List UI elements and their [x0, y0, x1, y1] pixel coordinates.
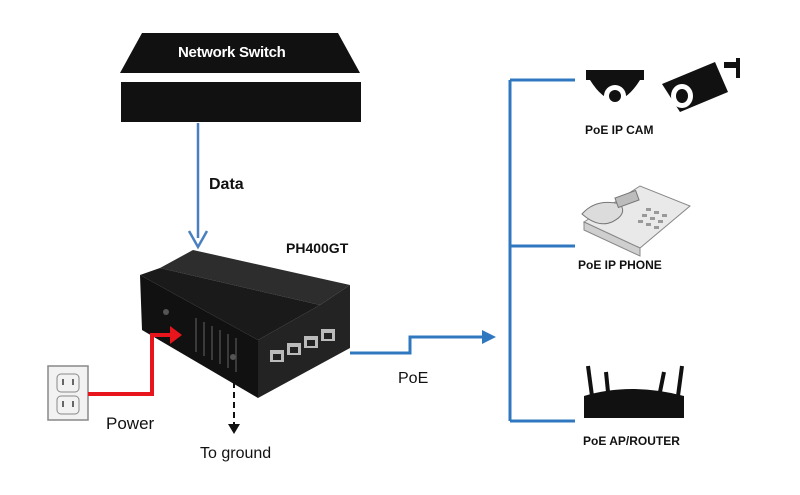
data-label: Data — [209, 176, 244, 193]
distribution-bracket — [508, 78, 575, 423]
ground-line — [228, 372, 240, 434]
poe-line — [350, 330, 496, 355]
ip-phone-icon — [581, 185, 691, 257]
network-switch-icon — [120, 33, 361, 122]
ip-camera-icon — [586, 58, 740, 112]
poe-label: PoE — [398, 370, 429, 387]
power-outlet-icon — [47, 365, 89, 421]
ground-label: To ground — [200, 445, 272, 462]
router-icon — [584, 365, 684, 418]
router-label: PoE AP/ROUTER — [583, 434, 680, 448]
power-line — [88, 326, 182, 396]
poe-switch-device-icon — [140, 250, 350, 398]
ip-phone-label: PoE IP PHONE — [578, 258, 662, 272]
network-switch-label: Network Switch — [178, 44, 286, 61]
ip-camera-label: PoE IP CAM — [585, 123, 654, 137]
power-label: Power — [106, 414, 155, 433]
data-arrow — [187, 123, 209, 250]
device-model-label: PH400GT — [286, 240, 349, 256]
